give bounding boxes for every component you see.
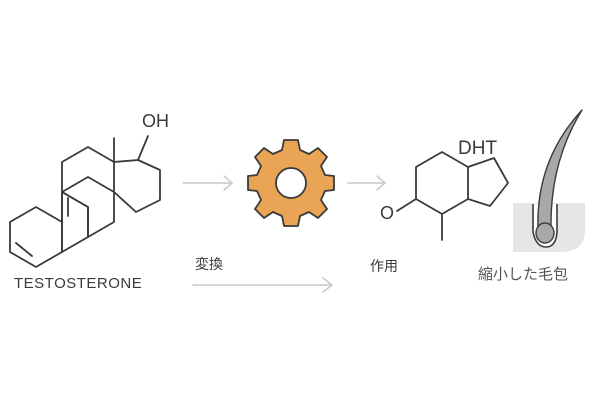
hair-follicle-icon — [513, 109, 585, 252]
dht-ring-6 — [415, 151, 469, 215]
gear-hole — [275, 167, 307, 199]
oh-group-label: OH — [142, 111, 169, 131]
hair-shaft — [537, 109, 583, 229]
ring-a — [9, 206, 63, 268]
shrunken-follicle-label: 縮小した毛包 — [478, 265, 569, 283]
dht-structure — [396, 151, 509, 241]
arrows — [182, 175, 386, 293]
oh-bond — [137, 135, 149, 161]
arrow-to-gear-head — [223, 175, 233, 191]
ring-d — [113, 159, 161, 213]
ring-c — [61, 146, 115, 193]
ring-b — [61, 191, 89, 253]
double-bond-4-5 — [15, 242, 33, 257]
dht-carbonyl — [396, 198, 417, 212]
testosterone-label: TESTOSTERONE — [14, 275, 143, 292]
dht-label: DHT — [458, 138, 498, 159]
dht-ring-5 — [467, 157, 509, 207]
ketone-o-label: O — [380, 203, 395, 223]
conversion-label: 変換 — [195, 257, 223, 273]
action-label: 作用 — [370, 259, 398, 275]
arrow-to-dht-head — [376, 175, 386, 191]
arrow-bottom-head — [322, 277, 333, 293]
testosterone-structure — [9, 135, 161, 268]
gear-icon — [247, 139, 335, 227]
hair-bulb — [535, 222, 555, 244]
ring-b-top — [61, 176, 115, 238]
